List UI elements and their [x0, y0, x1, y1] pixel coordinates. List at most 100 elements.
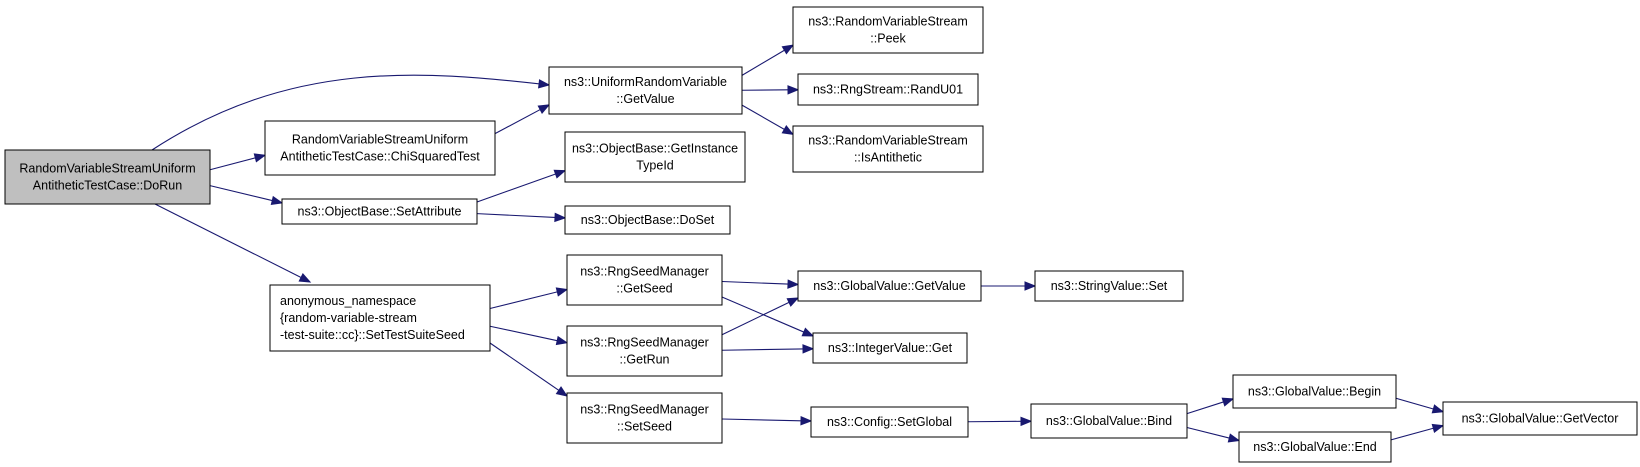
node-box: [564, 205, 731, 235]
node-label-line: ns3::GlobalValue::GetValue: [813, 279, 965, 293]
node-box: [4, 149, 211, 205]
arrowhead-icon: [555, 335, 569, 346]
edge-getrun-to-intget: [721, 344, 815, 354]
node-doset[interactable]: ns3::ObjectBase::DoSet: [564, 205, 731, 235]
node-strset[interactable]: ns3::StringValue::Set: [1034, 270, 1184, 302]
node-begin[interactable]: ns3::GlobalValue::Begin: [1232, 374, 1397, 409]
node-label-line: ns3::StringValue::Set: [1051, 279, 1168, 293]
node-isanti[interactable]: ns3::RandomVariableStream::IsAntithetic: [792, 125, 984, 173]
arrowhead-icon: [800, 416, 813, 426]
arrowhead-icon: [1221, 397, 1235, 407]
node-setseed[interactable]: ns3::RngSeedManager::SetSeed: [566, 392, 723, 444]
node-label-line: ns3::IntegerValue::Get: [828, 341, 953, 355]
edge-bind-to-begin: [1186, 397, 1235, 415]
node-getvec[interactable]: ns3::GlobalValue::GetVector: [1442, 401, 1638, 436]
node-label-line: RandomVariableStreamUniform: [292, 133, 468, 147]
arrowhead-icon: [298, 273, 312, 283]
arrowhead-icon: [802, 344, 815, 354]
edge-line: [1390, 427, 1434, 441]
edge-line: [1186, 401, 1224, 415]
node-peek[interactable]: ns3::RandomVariableStream::Peek: [792, 6, 984, 54]
node-setattr[interactable]: ns3::ObjectBase::SetAttribute: [281, 198, 478, 225]
arrowhead-icon: [270, 195, 284, 206]
arrowhead-icon: [253, 153, 267, 163]
edge-line: [1186, 426, 1230, 439]
node-box: [564, 131, 746, 183]
edge-line: [489, 325, 558, 342]
edge-line: [741, 49, 785, 76]
edge-getseed-to-intget: [721, 296, 815, 337]
node-label-line: ns3::UniformRandomVariable: [564, 75, 727, 89]
edge-settsseed-to-getseed: [489, 287, 569, 310]
edge-urvget-to-randu01: [741, 85, 800, 95]
node-box: [810, 406, 969, 438]
edge-urvget-to-peek: [741, 44, 795, 76]
node-label-line: ns3::ObjectBase::GetInstance: [572, 142, 738, 156]
node-label-line: AntitheticTestCase::DoRun: [33, 179, 182, 193]
node-box: [797, 270, 982, 302]
node-end[interactable]: ns3::GlobalValue::End: [1238, 431, 1392, 463]
arrowhead-icon: [1431, 404, 1445, 414]
node-gvget[interactable]: ns3::GlobalValue::GetValue: [797, 270, 982, 302]
edge-line: [721, 280, 789, 285]
node-chi[interactable]: RandomVariableStreamUniformAntitheticTes…: [264, 120, 496, 176]
node-box: [566, 325, 723, 377]
arrowhead-icon: [801, 327, 815, 337]
nodes-layer: RandomVariableStreamUniformAntitheticTes…: [4, 6, 1638, 463]
node-label-line: TypeId: [636, 159, 674, 173]
node-box: [1238, 431, 1392, 463]
edge-line: [741, 104, 785, 130]
node-box: [281, 198, 478, 225]
edge-line: [209, 157, 256, 171]
node-getrun[interactable]: ns3::RngSeedManager::GetRun: [566, 325, 723, 377]
arrowhead-icon: [1431, 423, 1445, 433]
node-label-line: anonymous_namespace: [280, 294, 416, 308]
node-label-line: ns3::RandomVariableStream: [808, 15, 968, 29]
edge-getrun-to-gvget: [721, 297, 800, 336]
node-label-line: ::GetValue: [616, 92, 674, 106]
node-label-line: AntitheticTestCase::ChiSquaredTest: [280, 150, 480, 164]
node-box: [1232, 374, 1397, 409]
node-intget[interactable]: ns3::IntegerValue::Get: [812, 332, 968, 364]
edge-setattr-to-doset: [476, 212, 567, 223]
edge-line: [489, 291, 558, 310]
node-label-line: ns3::GlobalValue::End: [1253, 440, 1377, 454]
edge-root-to-urvget: [151, 74, 551, 151]
node-label-line: ::Peek: [870, 32, 906, 46]
node-urvget[interactable]: ns3::UniformRandomVariable::GetValue: [548, 66, 743, 115]
node-label-line: -test-suite::cc}::SetTestSuiteSeed: [280, 328, 465, 342]
edge-line: [721, 301, 790, 336]
node-label-line: ::GetRun: [619, 353, 669, 367]
edges-layer: [151, 44, 1445, 443]
edge-settsseed-to-setseed: [489, 342, 569, 397]
node-settsseed[interactable]: anonymous_namespace {random-variable-stre…: [269, 284, 491, 352]
edge-bind-to-end: [1186, 426, 1241, 443]
edge-line: [489, 342, 560, 391]
arrowhead-icon: [781, 125, 795, 136]
node-root[interactable]: RandomVariableStreamUniformAntitheticTes…: [4, 149, 211, 205]
node-label-line: ns3::ObjectBase::SetAttribute: [298, 205, 462, 219]
edge-setattr-to-getinst: [476, 169, 567, 203]
node-randu01[interactable]: ns3::RngStream::RandU01: [797, 73, 979, 106]
arrowhead-icon: [555, 287, 569, 297]
edge-cfgset-to-bind: [967, 416, 1033, 427]
node-label-line: {random-variable-stream: [280, 311, 417, 325]
arrowhead-icon: [553, 169, 567, 179]
node-label-line: ns3::RngSeedManager: [580, 403, 709, 417]
node-box: [1442, 401, 1638, 436]
edge-line: [209, 185, 273, 202]
node-bind[interactable]: ns3::GlobalValue::Bind: [1030, 403, 1188, 439]
node-label-line: RandomVariableStreamUniform: [19, 162, 195, 176]
arrowhead-icon: [781, 44, 795, 55]
arrowhead-icon: [537, 104, 551, 114]
node-getseed[interactable]: ns3::RngSeedManager::GetSeed: [566, 254, 723, 306]
node-label-line: ::IsAntithetic: [854, 151, 922, 165]
edge-settsseed-to-getrun: [489, 325, 569, 346]
node-label-line: ns3::RngStream::RandU01: [813, 83, 963, 97]
edge-begin-to-getvec: [1395, 397, 1445, 414]
node-box: [548, 66, 743, 115]
edge-line: [494, 109, 541, 135]
node-cfgset[interactable]: ns3::Config::SetGlobal: [810, 406, 969, 438]
